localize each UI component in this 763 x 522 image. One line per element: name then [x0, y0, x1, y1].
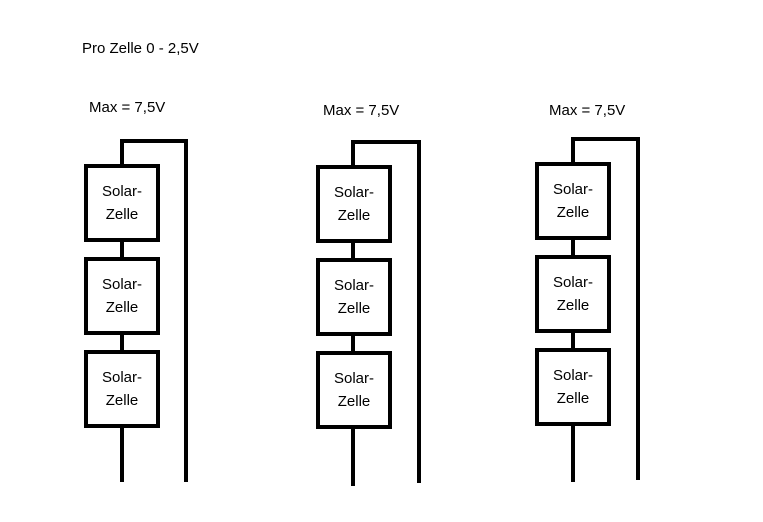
solar-cell-label: Solar- Zelle	[552, 181, 593, 221]
solar-cell: Solar- Zelle	[535, 348, 611, 426]
voltage-per-cell-note: Pro Zelle 0 - 2,5V	[82, 40, 199, 57]
solar-cell: Solar- Zelle	[84, 350, 160, 428]
top-connector	[571, 137, 640, 141]
solar-cell-label: Solar- Zelle	[333, 277, 374, 317]
cell-link	[120, 334, 124, 352]
solar-cell: Solar- Zelle	[316, 258, 392, 336]
top-wire	[571, 137, 575, 165]
solar-cell-label: Solar- Zelle	[101, 276, 142, 316]
bottom-lead	[120, 426, 124, 482]
bottom-lead	[351, 427, 355, 486]
solar-cell: Solar- Zelle	[84, 164, 160, 242]
top-wire	[120, 139, 124, 166]
solar-cell: Solar- Zelle	[535, 162, 611, 240]
top-connector	[120, 139, 188, 143]
return-wire	[184, 139, 188, 482]
solar-cell: Solar- Zelle	[316, 351, 392, 429]
solar-cell-label: Solar- Zelle	[101, 183, 142, 223]
solar-cell: Solar- Zelle	[84, 257, 160, 335]
solar-cell-label: Solar- Zelle	[552, 274, 593, 314]
top-connector	[351, 140, 421, 144]
solar-cell-label: Solar- Zelle	[101, 369, 142, 409]
cell-link	[571, 239, 575, 258]
solar-cell: Solar- Zelle	[316, 165, 392, 243]
top-wire	[351, 140, 355, 167]
solar-cell-label: Solar- Zelle	[552, 367, 593, 407]
cell-link	[571, 331, 575, 350]
return-wire	[636, 137, 640, 480]
cell-link	[351, 334, 355, 353]
string-max-voltage-label: Max = 7,5V	[89, 99, 166, 116]
cell-link	[120, 241, 124, 260]
string-max-voltage-label: Max = 7,5V	[323, 102, 400, 119]
solar-cell-label: Solar- Zelle	[333, 184, 374, 224]
solar-cell: Solar- Zelle	[535, 255, 611, 333]
string-max-voltage-label: Max = 7,5V	[549, 102, 626, 119]
bottom-lead	[571, 424, 575, 482]
cell-link	[351, 242, 355, 261]
solar-cell-label: Solar- Zelle	[333, 370, 374, 410]
return-wire	[417, 140, 421, 483]
